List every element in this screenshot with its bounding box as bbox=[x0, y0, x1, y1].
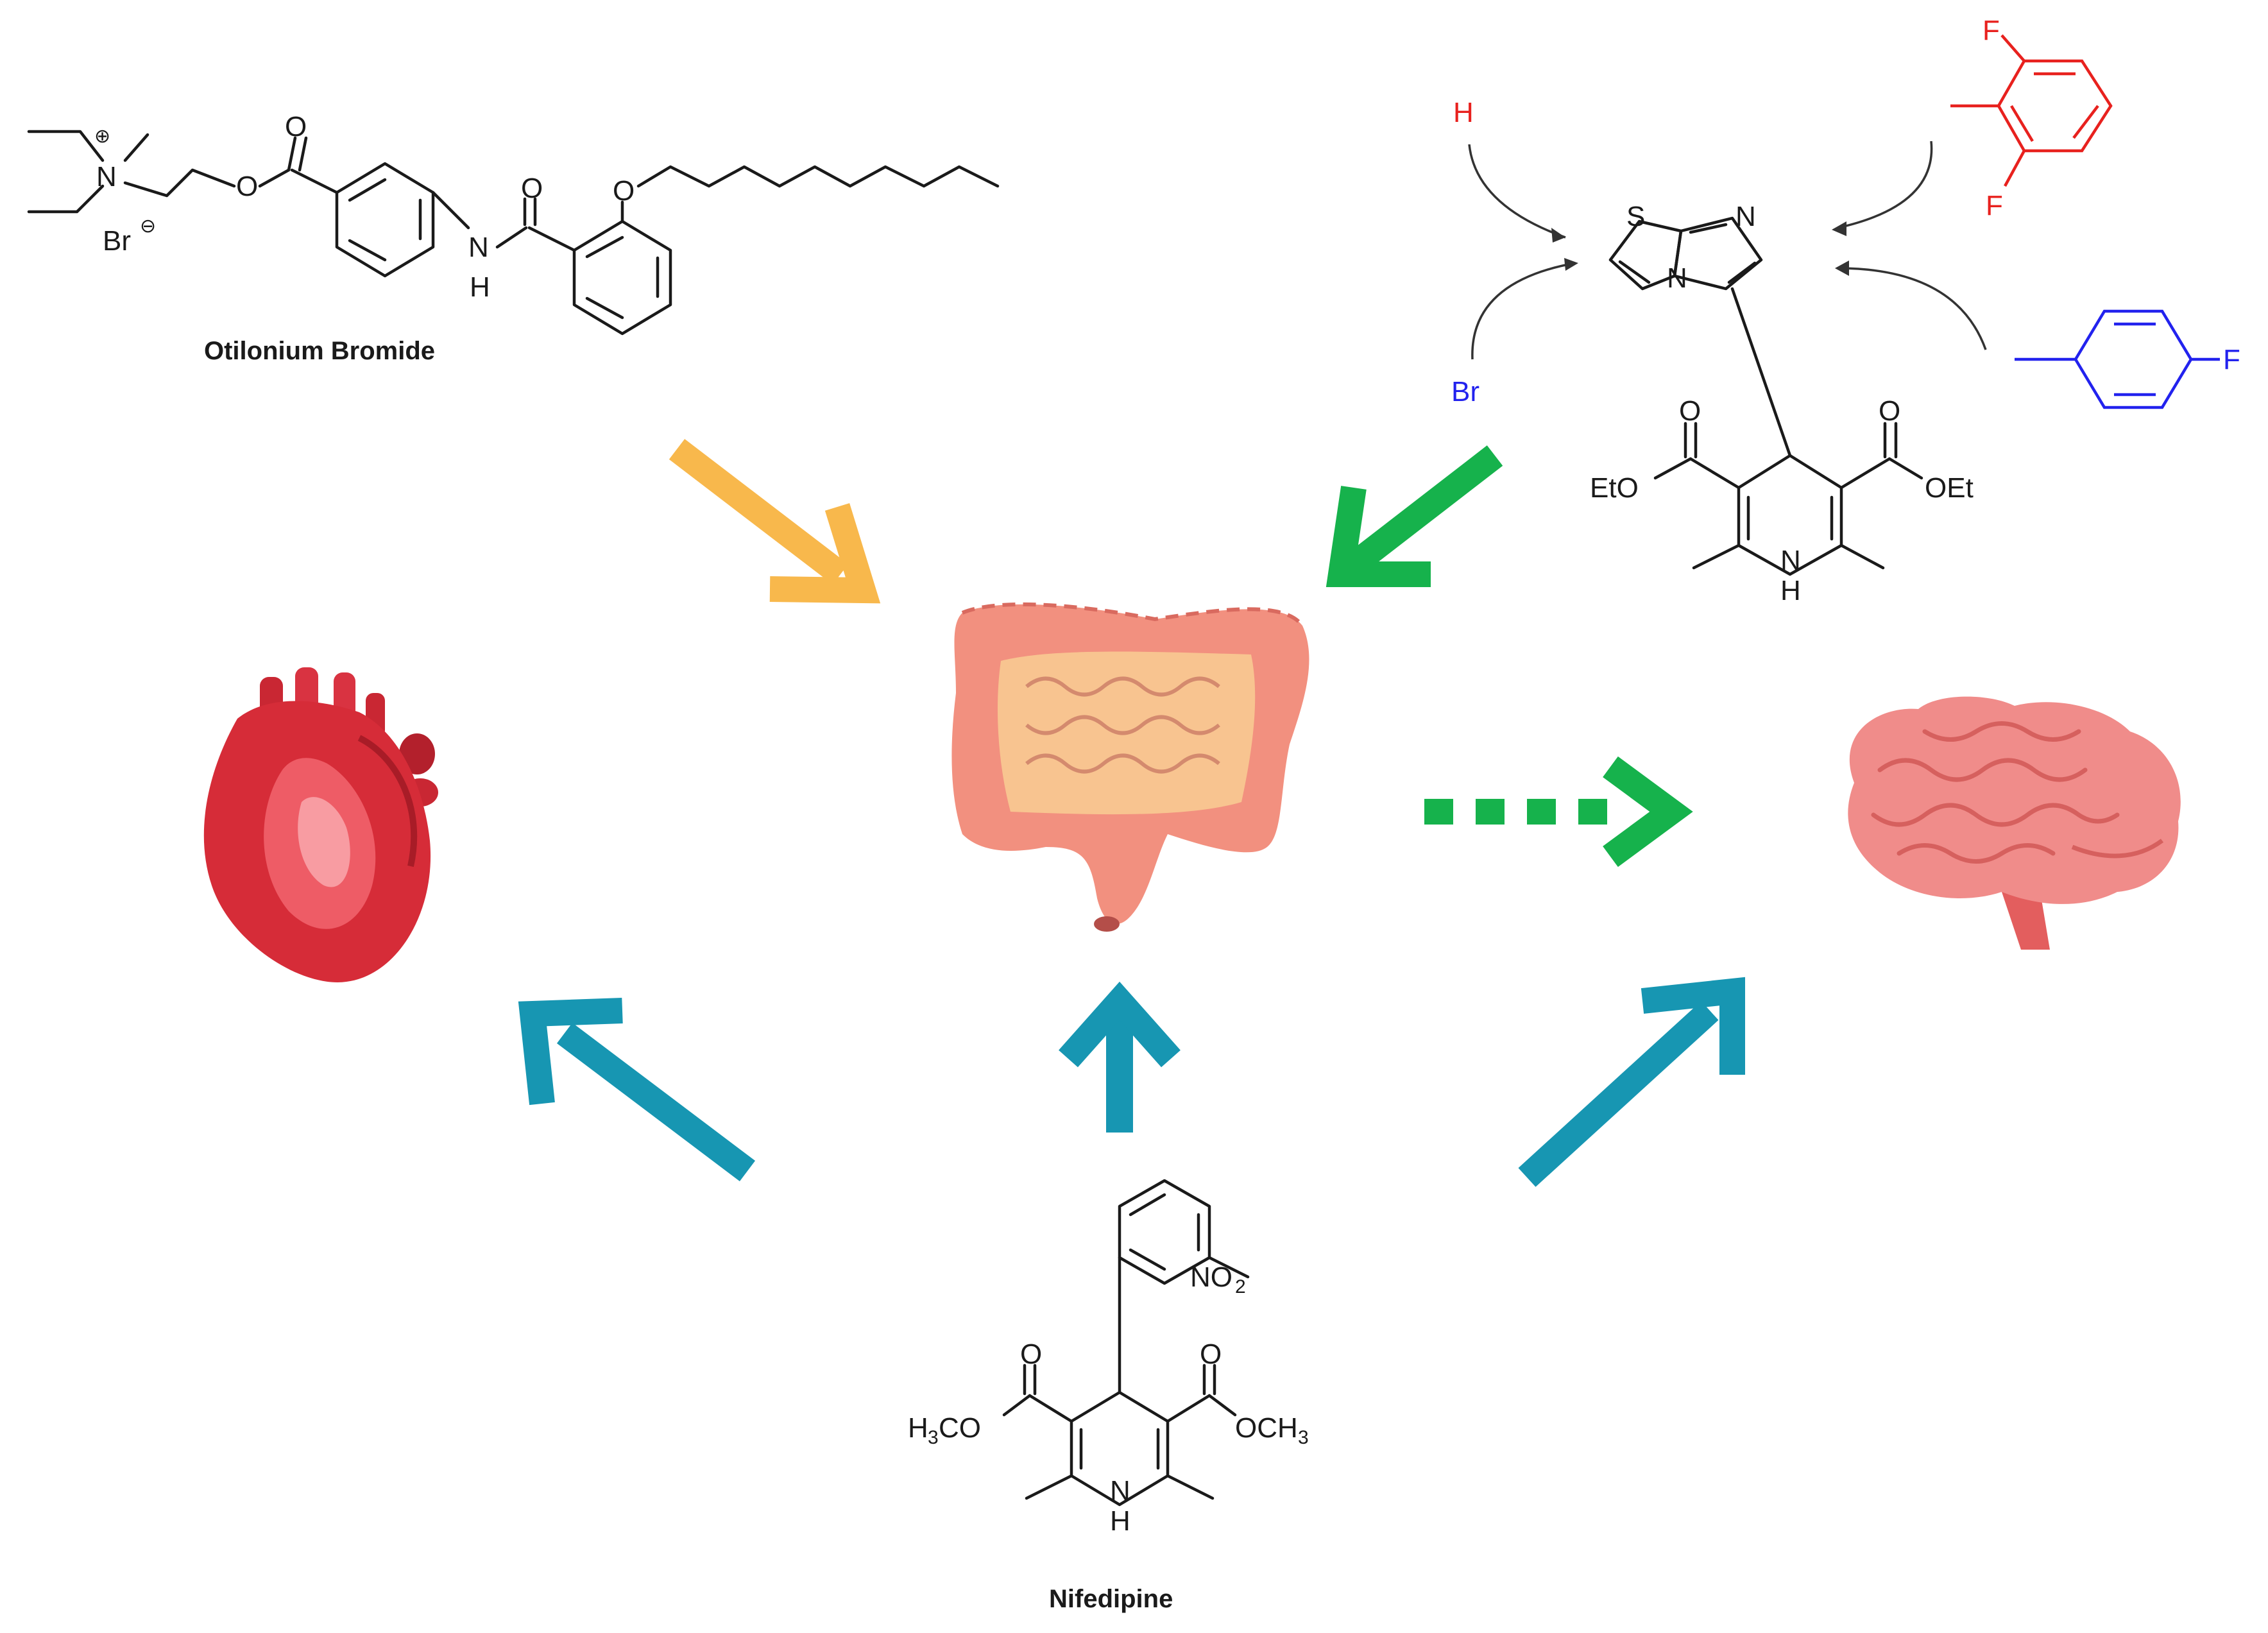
nifedipine-h3co-co-label: CO bbox=[939, 1412, 981, 1444]
orange-arrow bbox=[669, 439, 881, 604]
green-arrow bbox=[1326, 445, 1503, 587]
scaffold-n-bridge-label: N bbox=[1667, 262, 1687, 294]
nifedipine-nh-h-label: H bbox=[1110, 1505, 1130, 1537]
otilonium-ester-o-label: O bbox=[236, 171, 258, 202]
otilonium-n-label: N bbox=[96, 161, 117, 192]
scaffold-eto-label: EtO bbox=[1590, 472, 1639, 504]
heart-icon bbox=[203, 667, 438, 982]
otilonium-amide-o-label: O bbox=[521, 173, 543, 204]
scaffold-f-para-label: F bbox=[2223, 344, 2240, 375]
scaffold-h-substituent: H bbox=[1453, 97, 1474, 128]
otilonium-minus-charge: ⊖ bbox=[140, 216, 156, 237]
scaffold-s-label: S bbox=[1626, 201, 1645, 232]
otilonium-bromide-structure: N ⊕ Br ⊖ O O N H O O Otilonium Bromide bbox=[27, 111, 1000, 365]
scaffold-o-right-label: O bbox=[1879, 395, 1900, 427]
nifedipine-h3co-h-label: H bbox=[908, 1412, 928, 1444]
scaffold-n-ring-label: N bbox=[1735, 201, 1756, 232]
nifedipine-structure: NO 2 O O OCH 3 H 3 CO N H Nifedipine bbox=[908, 1179, 1309, 1613]
nifedipine-no2-label: NO bbox=[1190, 1261, 1232, 1293]
teal-arrow-right bbox=[1518, 977, 1745, 1187]
difluorophenyl-fragment: F F bbox=[1950, 15, 2113, 221]
scaffold-o-left-label: O bbox=[1679, 395, 1701, 427]
nifedipine-h3co-subscript: 3 bbox=[928, 1427, 939, 1448]
nifedipine-och3-label: OCH bbox=[1235, 1412, 1298, 1444]
otilonium-amide-n-label: N bbox=[468, 232, 489, 263]
otilonium-amide-h-label: H bbox=[470, 271, 490, 303]
scaffold-oet-label: OEt bbox=[1925, 472, 1974, 504]
imidazothiazole-scaffold-structure: H Br F F F bbox=[1451, 15, 2240, 606]
otilonium-br-label: Br bbox=[103, 225, 131, 257]
nifedipine-och3-subscript: 3 bbox=[1298, 1427, 1309, 1448]
scaffold-br-substituent: Br bbox=[1451, 376, 1479, 407]
teal-arrow-up bbox=[1059, 981, 1181, 1133]
scaffold-f-bottom-label: F bbox=[1986, 190, 2003, 221]
intestine-icon bbox=[951, 602, 1309, 932]
nifedipine-o-right-label: O bbox=[1200, 1338, 1222, 1370]
otilonium-caption: Otilonium Bromide bbox=[204, 337, 435, 365]
fluorophenyl-fragment: F bbox=[2015, 309, 2240, 409]
scaffold-nh-n-label: N bbox=[1780, 545, 1801, 576]
scaffold-nh-h-label: H bbox=[1780, 575, 1801, 606]
otilonium-plus-charge: ⊕ bbox=[94, 126, 110, 147]
nifedipine-no2-subscript: 2 bbox=[1235, 1276, 1246, 1297]
nifedipine-nh-n-label: N bbox=[1110, 1475, 1130, 1507]
arrows bbox=[518, 439, 1745, 1187]
scaffold-f-top-label: F bbox=[1982, 15, 2000, 46]
nifedipine-o-left-label: O bbox=[1020, 1338, 1042, 1370]
otilonium-ether-o-label: O bbox=[613, 175, 635, 207]
brain-icon bbox=[1848, 696, 2181, 950]
teal-arrow-left bbox=[518, 998, 756, 1181]
green-dashed-arrow bbox=[1424, 756, 1693, 868]
otilonium-carbonyl-o-label: O bbox=[285, 111, 307, 142]
nifedipine-caption: Nifedipine bbox=[1049, 1585, 1173, 1613]
